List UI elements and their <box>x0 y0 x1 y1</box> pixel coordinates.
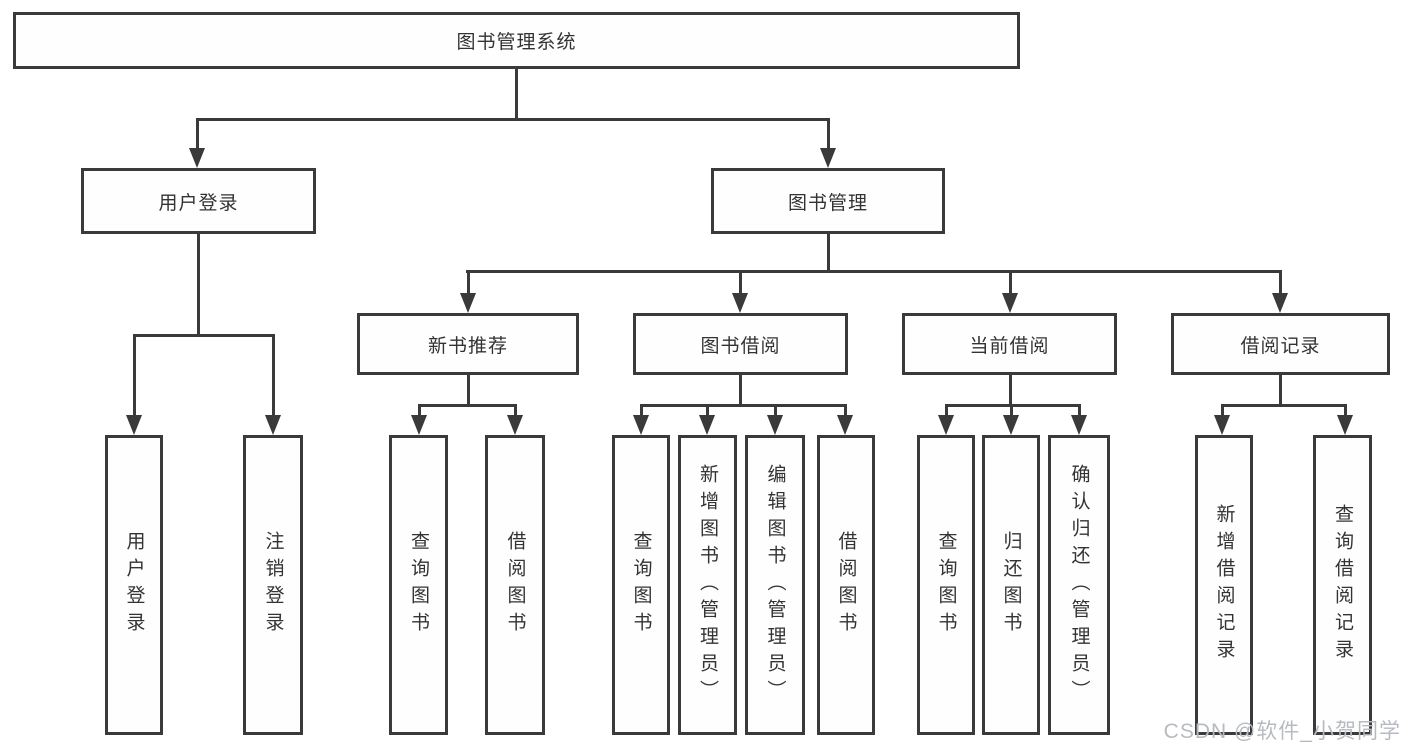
leaf-edit-books-admin: 编辑图书（管理员） <box>745 435 805 735</box>
leaf-confirm-return-admin: 确认归还（管理员） <box>1048 435 1110 735</box>
connector-user-login-stem <box>197 234 200 336</box>
arrow-down-icon <box>837 415 853 435</box>
leaf-logout-label: 注销登录 <box>262 531 284 639</box>
connector-drop-leaf <box>1344 404 1347 416</box>
node-book-management-label: 图书管理 <box>787 192 868 214</box>
arrow-down-icon <box>1071 415 1087 435</box>
connector-drop-new-book <box>467 270 470 294</box>
csdn-watermark: CSDN @软件_小贺同学 <box>1163 720 1401 743</box>
arrow-down-icon <box>507 415 523 435</box>
connector-level3-branch <box>466 270 1282 273</box>
arrow-down-icon <box>1002 293 1018 313</box>
arrow-down-icon <box>633 415 649 435</box>
node-new-book-recommend: 新书推荐 <box>357 313 579 375</box>
connector-drop-borrow-records <box>1279 270 1282 294</box>
arrow-down-icon <box>265 415 281 435</box>
node-new-book-recommend-label: 新书推荐 <box>427 335 508 357</box>
leaf-query-books-current: 查询图书 <box>917 435 975 735</box>
node-user-login-label: 用户登录 <box>158 192 239 214</box>
leaf-query-books-recommend: 查询图书 <box>389 435 448 735</box>
leaf-user-login-label: 用户登录 <box>123 531 145 639</box>
arrow-down-icon <box>1214 415 1230 435</box>
leaf-query-books-label: 查询图书 <box>935 531 957 639</box>
arrow-down-icon <box>189 148 205 168</box>
connector-drop-leaf <box>514 404 517 416</box>
leaf-borrow-books: 借阅图书 <box>817 435 875 735</box>
connector-drop-leaf <box>844 404 847 416</box>
connector-borrow-records-branch <box>1221 404 1347 407</box>
arrow-down-icon <box>460 293 476 313</box>
connector-drop-leaf <box>1221 404 1224 416</box>
arrow-down-icon <box>1272 293 1288 313</box>
arrow-down-icon <box>820 148 836 168</box>
leaf-logout: 注销登录 <box>243 435 303 735</box>
leaf-add-books-admin-label: 新增图书（管理员） <box>697 463 718 707</box>
leaf-return-books: 归还图书 <box>982 435 1040 735</box>
connector-book-borrow-stem <box>739 375 742 406</box>
leaf-add-borrow-record-label: 新增借阅记录 <box>1213 504 1235 666</box>
node-current-borrow: 当前借阅 <box>902 313 1117 375</box>
node-borrow-records-label: 借阅记录 <box>1240 335 1321 357</box>
node-user-login: 用户登录 <box>81 168 316 234</box>
connector-drop-leaf <box>774 404 777 416</box>
leaf-query-books-label: 查询图书 <box>408 531 429 639</box>
node-root-library-system: 图书管理系统 <box>13 12 1020 69</box>
leaf-add-books-admin: 新增图书（管理员） <box>678 435 737 735</box>
leaf-query-books-label: 查询图书 <box>630 531 652 639</box>
connector-drop-leaf <box>640 404 643 416</box>
leaf-return-books-label: 归还图书 <box>1000 531 1022 639</box>
connector-drop-leaf <box>945 404 948 416</box>
node-book-borrow-label: 图书借阅 <box>700 335 781 357</box>
node-book-management: 图书管理 <box>711 168 945 234</box>
leaf-confirm-return-admin-label: 确认归还（管理员） <box>1068 463 1090 707</box>
connector-drop-leaf <box>1010 404 1013 416</box>
connector-current-borrow-branch <box>945 404 1081 407</box>
connector-drop-leaf <box>706 404 709 416</box>
connector-book-borrow-branch <box>640 404 847 407</box>
leaf-edit-books-admin-label: 编辑图书（管理员） <box>764 463 786 707</box>
leaf-borrow-books-label: 借阅图书 <box>835 531 857 639</box>
arrow-down-icon <box>411 415 427 435</box>
connector-level2-branch <box>196 118 830 121</box>
leaf-borrow-books-label: 借阅图书 <box>504 531 526 639</box>
leaf-query-borrow-record-label: 查询借阅记录 <box>1332 504 1353 666</box>
arrow-down-icon <box>699 415 715 435</box>
connector-current-borrow-stem <box>1009 375 1012 406</box>
connector-new-book-branch <box>418 404 517 407</box>
arrow-down-icon <box>1337 415 1353 435</box>
connector-drop-leaf <box>272 334 275 416</box>
arrow-down-icon <box>938 415 954 435</box>
node-book-borrow: 图书借阅 <box>633 313 848 375</box>
arrow-down-icon <box>732 293 748 313</box>
connector-new-book-stem <box>467 375 470 406</box>
leaf-borrow-books-recommend: 借阅图书 <box>485 435 545 735</box>
connector-user-login-branch <box>133 334 275 337</box>
arrow-down-icon <box>126 415 142 435</box>
connector-drop-user-login <box>196 119 199 149</box>
connector-drop-book-mgmt <box>827 119 830 149</box>
connector-book-mgmt-stem <box>827 234 830 272</box>
connector-drop-current-borrow <box>1009 270 1012 294</box>
node-root-label: 图书管理系统 <box>456 32 577 53</box>
connector-drop-book-borrow <box>739 270 742 294</box>
connector-borrow-records-stem <box>1279 375 1282 406</box>
connector-drop-leaf <box>133 334 136 416</box>
connector-drop-leaf <box>1078 404 1081 416</box>
arrow-down-icon <box>1003 415 1019 435</box>
node-borrow-records: 借阅记录 <box>1171 313 1390 375</box>
leaf-add-borrow-record: 新增借阅记录 <box>1195 435 1253 735</box>
node-current-borrow-label: 当前借阅 <box>969 335 1050 357</box>
connector-drop-leaf <box>418 404 421 416</box>
arrow-down-icon <box>767 415 783 435</box>
leaf-query-borrow-record: 查询借阅记录 <box>1313 435 1372 735</box>
connector-root-stem <box>515 68 518 121</box>
leaf-user-login: 用户登录 <box>105 435 163 735</box>
leaf-query-books-borrow: 查询图书 <box>612 435 670 735</box>
